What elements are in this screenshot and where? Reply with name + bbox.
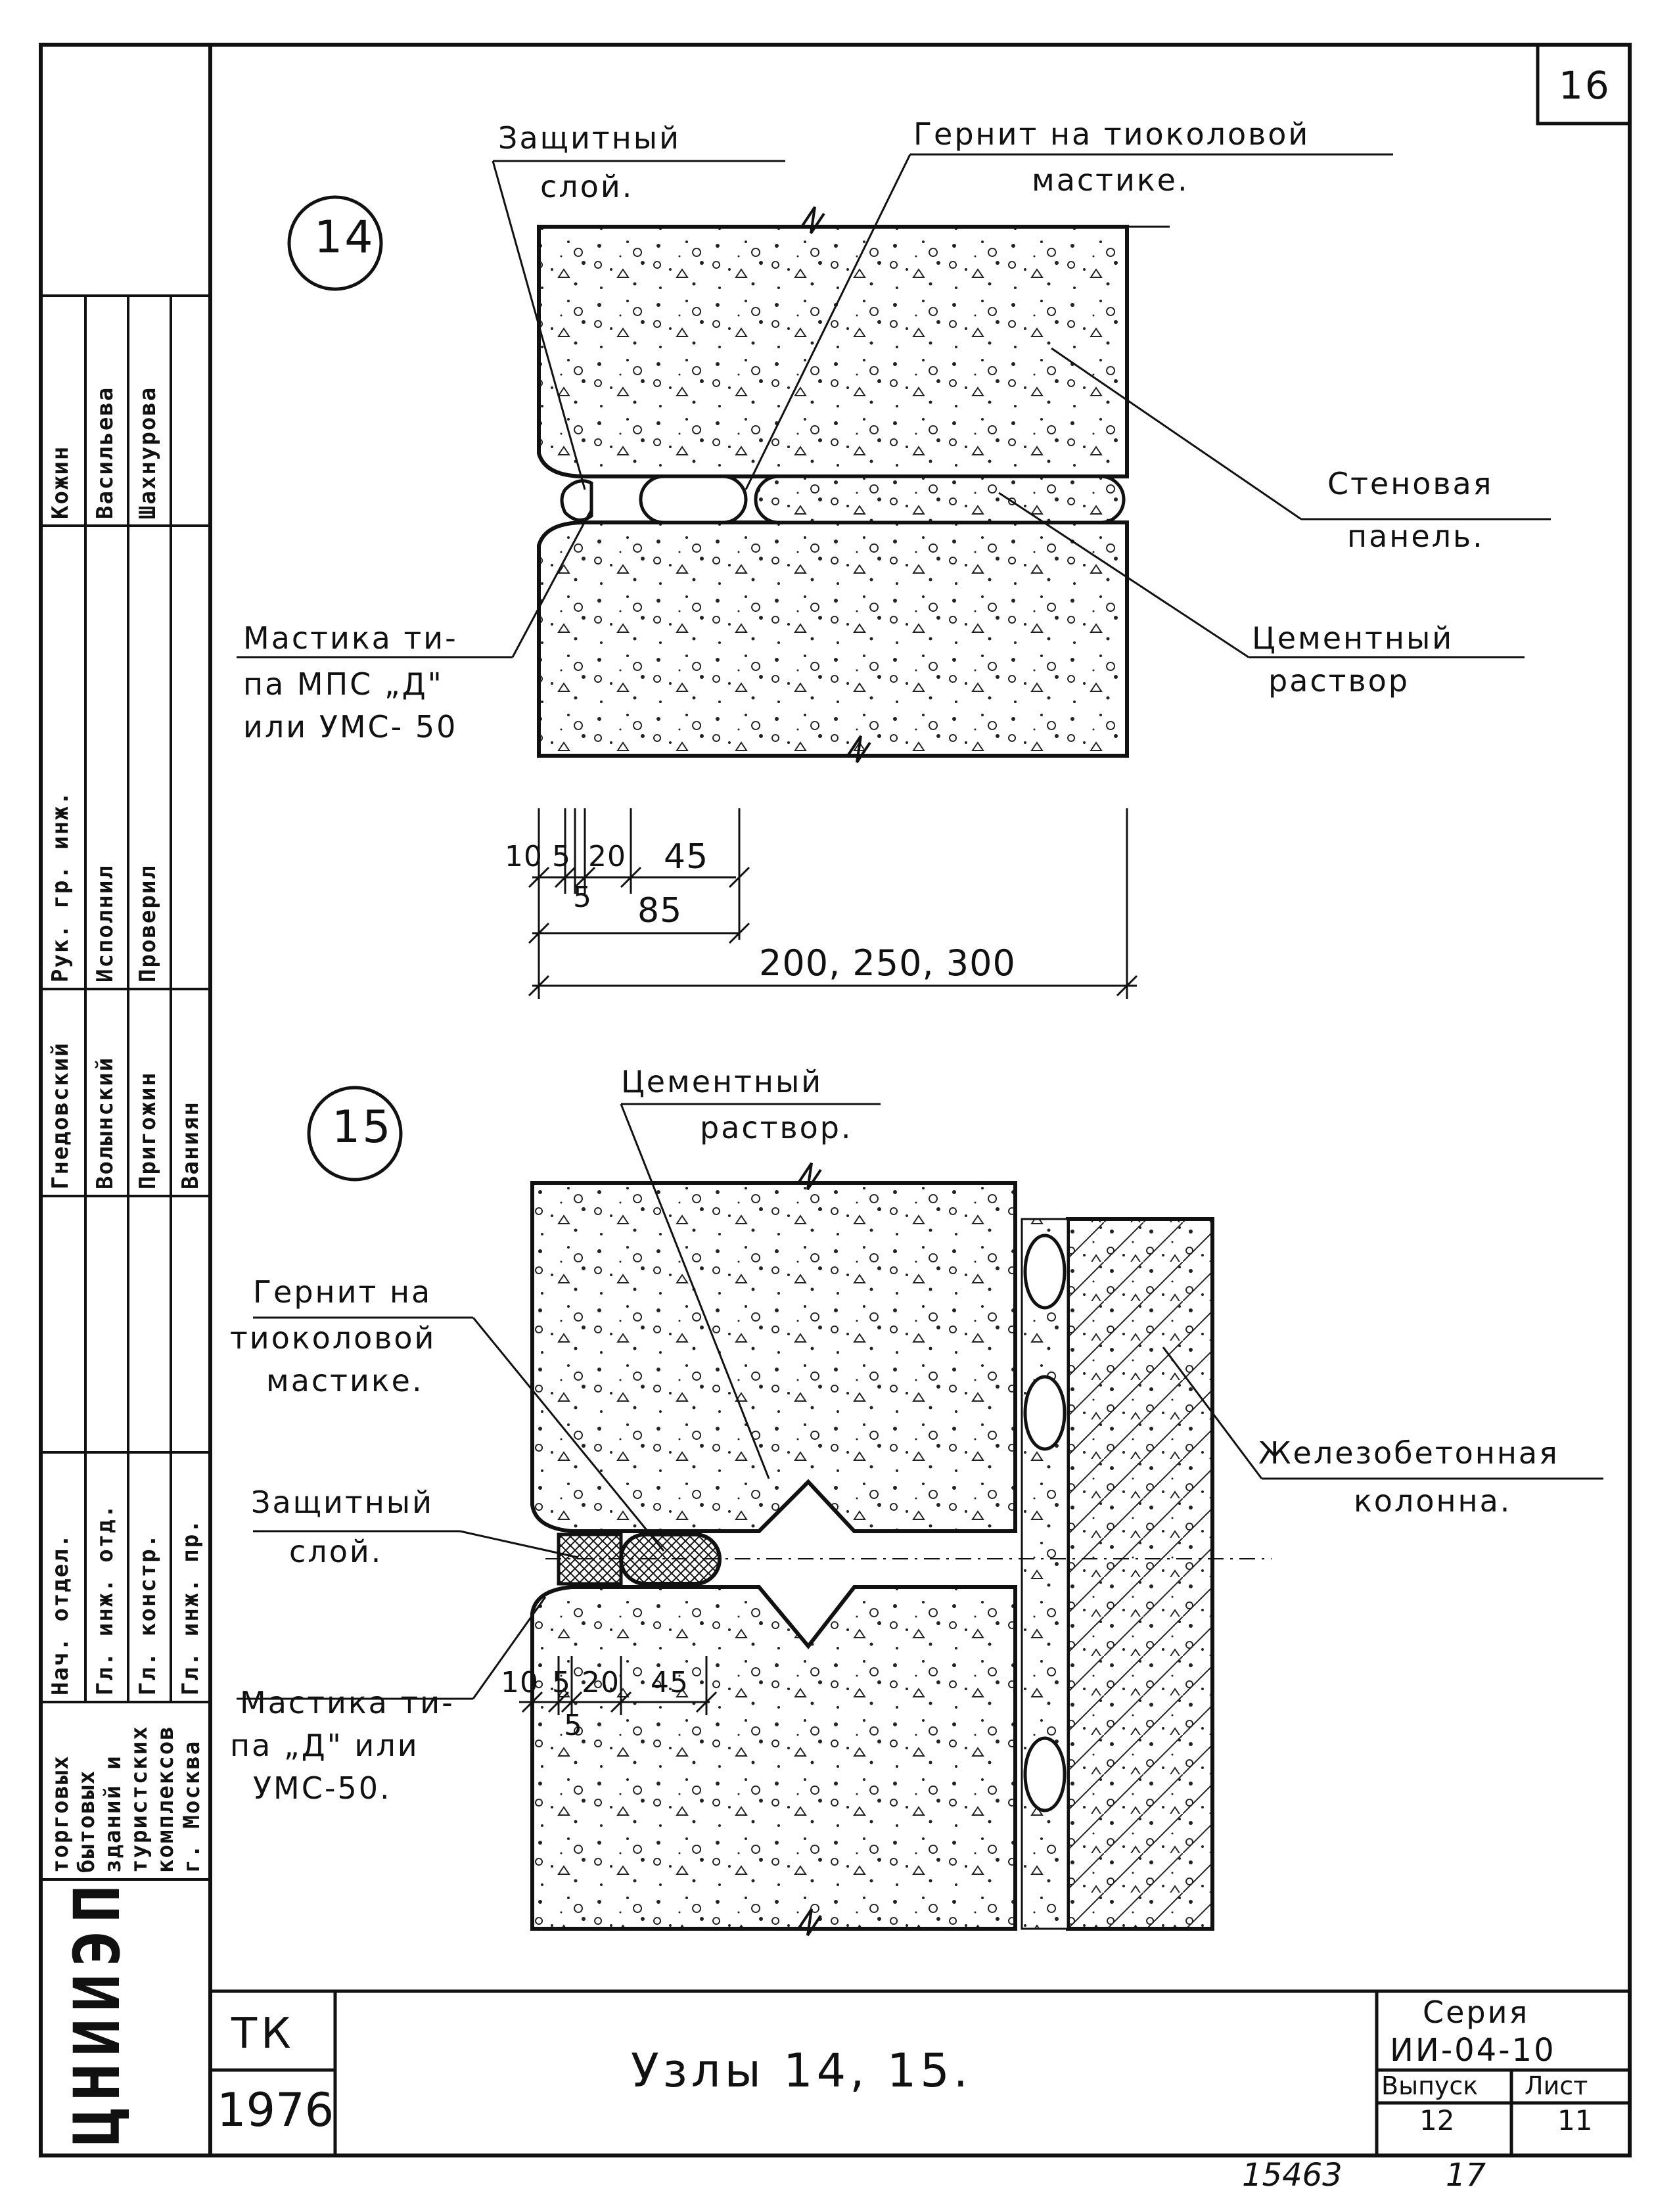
archive-number: 15463	[1242, 2157, 1343, 2194]
node14-cement-label: Цементный	[1252, 620, 1454, 656]
node14-gernit-label-2: мастике.	[1032, 162, 1189, 198]
stamp-person2-2: Васильева	[92, 386, 118, 519]
stamp-person2-3: Шахнурова	[135, 386, 161, 519]
sheet-label: Лист	[1525, 2071, 1588, 2100]
title-block-grid	[210, 1989, 1630, 2155]
title-block-tk: ТК	[231, 2010, 295, 2058]
node15-drawing	[237, 1086, 1603, 1937]
side-stamp-grid	[41, 294, 210, 1881]
stamp-role2-3: Проверил	[135, 864, 161, 982]
node15-vertical-cord-2	[1023, 1375, 1067, 1451]
node15-dim-20: 20	[582, 1666, 620, 1699]
node14-gernit-cord	[639, 474, 748, 524]
sheet-value: 11	[1557, 2104, 1593, 2136]
sheet-number: 16	[1559, 63, 1611, 108]
stamp-role2-2: Исполнил	[92, 864, 118, 982]
node14-dim-5a: 5	[552, 840, 571, 873]
org-desc-2: бытовых	[74, 1769, 100, 1873]
node15-dimensions	[519, 1656, 718, 1715]
stamp-person-2: Волынский	[92, 1056, 118, 1189]
node15-marker: 15	[332, 1101, 393, 1153]
node15-protective-layer-label: Защитный	[251, 1485, 434, 1520]
node14-protective-layer	[560, 479, 593, 522]
node14-cement-label-2: раствор	[1268, 663, 1410, 699]
node15-marker-circle	[307, 1086, 403, 1182]
node15-leaders	[237, 1103, 1603, 1700]
node15-mastic-label: Мастика ти-	[240, 1685, 455, 1720]
node14-dim-5b: 5	[573, 881, 592, 914]
node14-marker: 14	[314, 212, 375, 264]
node15-dim-5a: 5	[552, 1666, 571, 1699]
node14-mastic-label: Мастика ти-	[243, 620, 458, 656]
node14-dim-10: 10	[505, 840, 543, 873]
node15-dim-45: 45	[651, 1666, 689, 1699]
node14-dimensions	[528, 808, 1138, 999]
stamp-person-3: Пригожин	[135, 1071, 161, 1189]
node15-break-top	[797, 1162, 822, 1191]
org-desc-4: туристских	[126, 1725, 152, 1873]
node15-upper-panel	[530, 1181, 1017, 1533]
node15-dim-5b: 5	[564, 1709, 583, 1742]
node15-lower-panel	[530, 1585, 1017, 1931]
node14-break-bottom	[846, 735, 871, 764]
node15-dim-10: 10	[501, 1666, 539, 1699]
node14-break-top	[800, 206, 825, 235]
title-block-year: 1976	[217, 2083, 334, 2137]
node14-dim-20: 20	[588, 840, 626, 873]
node15-rc-column	[1066, 1217, 1214, 1931]
node14-wall-panel-label-2: панель.	[1347, 518, 1484, 554]
node14-mastic-label-2: па МПС „Д"	[243, 666, 444, 702]
node15-protective-layer-label-2: слой.	[289, 1534, 383, 1569]
stamp-person-4: Ваниян	[177, 1101, 204, 1189]
node14-leaders	[237, 153, 1551, 658]
node15-mastic-label-2: па „Д" или	[230, 1728, 419, 1763]
node14-gernit-label: Гернит на тиоколовой	[913, 116, 1310, 152]
node15-column-label: Железобетонная	[1258, 1435, 1559, 1471]
issue-label: Выпуск	[1381, 2071, 1479, 2100]
node15-column-label-2: колонна.	[1354, 1483, 1512, 1519]
node14-cement-mortar	[754, 474, 1126, 524]
stamp-role2-1: Рук. гр. инж.	[47, 790, 74, 982]
stamp-person-1: Гнедовский	[47, 1042, 74, 1189]
node15-gernit-label: Гернит на	[253, 1274, 432, 1310]
series-value: ИИ-04-10	[1390, 2032, 1556, 2069]
node14-dim-total: 200, 250, 300	[759, 942, 1016, 984]
node15-gernit-label-3: мастике.	[266, 1363, 424, 1398]
stamp-role-4: Гл. инж. пр.	[177, 1518, 204, 1695]
node15-break-bottom	[797, 1908, 822, 1937]
node14-lower-panel	[537, 520, 1129, 758]
node15-cement-label: Цементный	[621, 1064, 823, 1099]
node14-mastic-label-3: или УМС- 50	[243, 709, 458, 745]
node14-upper-panel	[537, 225, 1129, 478]
stamp-role-2: Гл. инж. отд.	[92, 1503, 118, 1695]
node14-protective-layer-label-2: слой.	[540, 169, 634, 204]
series-label: Серия	[1423, 1994, 1530, 2030]
node14-wall-panel-label: Стеновая	[1327, 466, 1494, 501]
stamp-person2-1: Кожин	[47, 445, 74, 519]
stamp-role-1: Нач. отдел.	[47, 1532, 74, 1695]
node15-mastic-label-3: УМС-50.	[253, 1770, 392, 1806]
node15-gernit-label-2: тиоколовой	[230, 1320, 436, 1356]
archive-sheet: 17	[1446, 2157, 1486, 2194]
org-desc-5: комплексов	[152, 1725, 179, 1873]
node15-cement-label-2: раствор.	[700, 1110, 853, 1145]
org-desc-3: зданий и	[100, 1755, 126, 1873]
node15-vertical-cord-1	[1023, 1233, 1067, 1310]
node14-dim-45: 45	[664, 837, 709, 877]
outer-frame	[39, 43, 1632, 2157]
node14-dim-85: 85	[637, 891, 683, 931]
sheet-number-box	[1536, 43, 1632, 126]
node14-protective-layer-label: Защитный	[498, 120, 681, 156]
node14-marker-circle	[287, 195, 383, 291]
issue-value: 12	[1419, 2104, 1455, 2136]
org-desc-1: торговых	[47, 1755, 74, 1873]
org-logo: ЦНИИЭП	[60, 1878, 134, 2146]
node14-drawing	[237, 153, 1551, 999]
stamp-role-3: Гл. констр.	[135, 1532, 161, 1695]
org-desc-6: г. Москва	[179, 1740, 205, 1873]
node15-vertical-cord-3	[1023, 1736, 1067, 1812]
node15-vertical-joint	[1021, 1218, 1069, 1930]
drawing-title: Узлы 14, 15.	[631, 2044, 973, 2098]
